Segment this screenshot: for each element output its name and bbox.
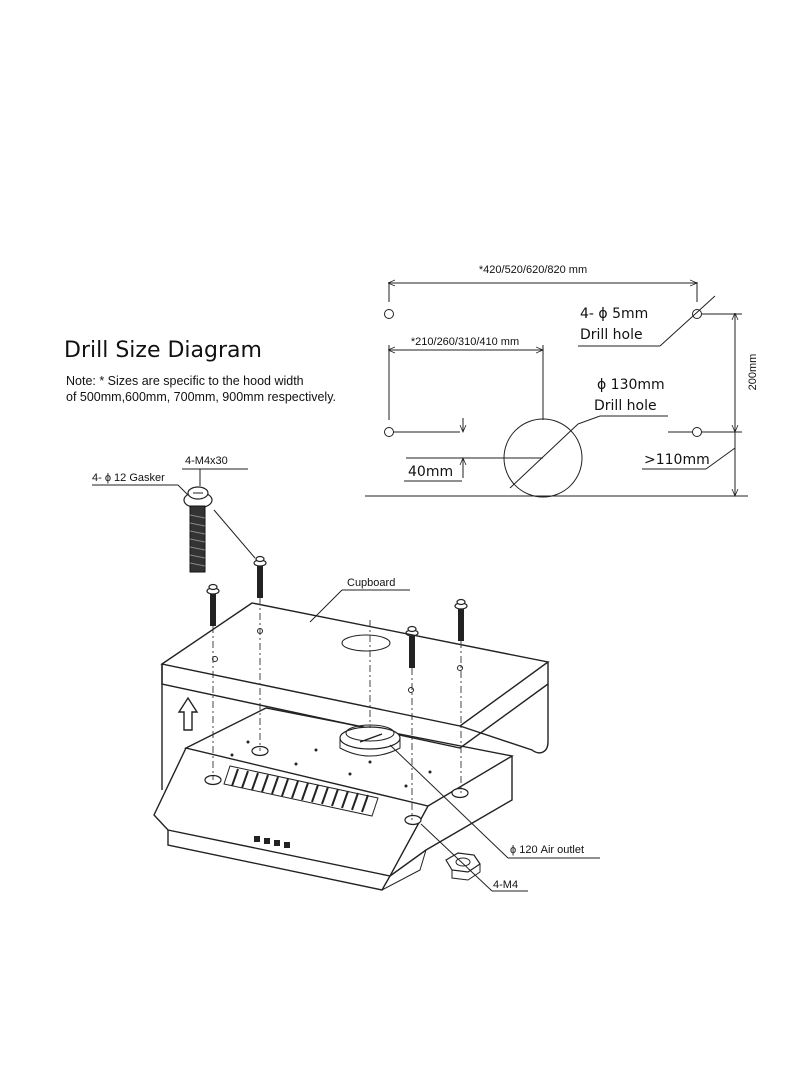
- drill-hole-top-left: [384, 309, 394, 319]
- screw-label: 4-M4x30: [185, 455, 228, 467]
- screw-large-leader: [213, 509, 256, 559]
- cupboard-front: [161, 662, 549, 749]
- cupboard-cutout: [341, 634, 391, 652]
- hood-control-buttons: [254, 836, 290, 848]
- screw-2: [253, 555, 267, 598]
- screw-1: [206, 583, 220, 626]
- big-hole-leader: [577, 415, 601, 425]
- cupboard-label-leader: [309, 589, 343, 623]
- drill-hole-bottom-right: [692, 427, 702, 437]
- hood-front: [153, 747, 429, 877]
- nut-icon: [445, 852, 481, 881]
- diagram-title: Drill Size Diagram: [64, 338, 262, 363]
- screw-large: [183, 486, 213, 573]
- mount-hole-4: [451, 787, 469, 799]
- nut-leader: [420, 823, 493, 892]
- nut-label: 4-M4: [493, 879, 518, 891]
- note-line-1: Note: * Sizes are specific to the hood w…: [66, 374, 304, 388]
- screw-3: [405, 625, 419, 668]
- air-outlet-collar: [339, 724, 401, 757]
- cupboard-top: [160, 602, 550, 727]
- height-label: 200mm: [747, 354, 759, 391]
- drill-template: *420/520/620/820 mm *210/260/310/410 mm …: [365, 264, 759, 498]
- air-outlet-leader: [389, 744, 509, 859]
- outer-width-label: *420/520/620/820 mm: [479, 264, 587, 276]
- screw-4: [454, 598, 468, 641]
- small-hole-sub-label: Drill hole: [580, 327, 643, 343]
- big-hole-sub-label: Drill hole: [594, 398, 657, 414]
- cupboard-side: [459, 684, 549, 754]
- small-hole-label: 4- ϕ 5mm: [580, 306, 648, 322]
- mount-hole-3: [404, 814, 422, 826]
- hood-bottom-lip: [167, 830, 391, 891]
- small-hole-leader: [659, 295, 716, 347]
- offset-110-label: >110mm: [644, 452, 710, 468]
- offset-40-label: 40mm: [408, 464, 453, 480]
- cupboard: [160, 602, 550, 790]
- arrow-up-icon: [177, 696, 199, 731]
- assembly-drawing: 4-M4x30 4- ϕ 12 Gasker Cupboard: [92, 455, 600, 892]
- offset-110-leader: [705, 447, 736, 470]
- air-outlet-label: ϕ 120 Air outlet: [510, 844, 584, 856]
- big-hole-label: ϕ 130mm: [597, 377, 665, 393]
- cupboard-label: Cupboard: [347, 577, 395, 589]
- drill-hole-top-right: [692, 309, 702, 319]
- hood-side: [389, 756, 513, 877]
- gasket-label: 4- ϕ 12 Gasker: [92, 472, 165, 484]
- inner-width-label: *210/260/310/410 mm: [411, 336, 519, 348]
- range-hood: [153, 707, 514, 891]
- drill-hole-bottom-left: [384, 427, 394, 437]
- big-hole-diameter-line: [509, 423, 579, 489]
- note-line-2: of 500mm,600mm, 700mm, 900mm respectivel…: [66, 390, 337, 404]
